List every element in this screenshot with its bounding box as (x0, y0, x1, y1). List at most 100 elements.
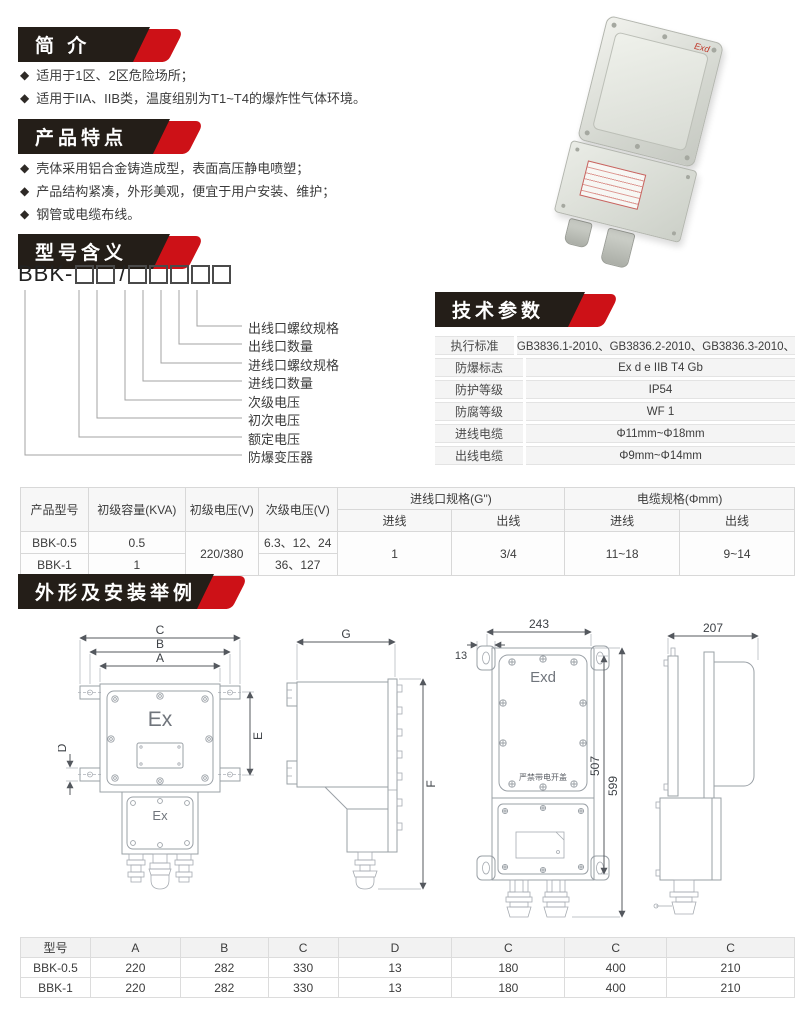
dim-label-b: B (156, 637, 164, 651)
sub-header-in: 进线 (564, 509, 681, 532)
cell-model: BBK-1 (20, 553, 89, 576)
dim-col-header: A (89, 937, 181, 958)
bullet-item: ◆ 钢管或电缆布线。 (20, 203, 335, 226)
dim-header-row: 型号 A B C D C C C (20, 937, 795, 958)
section-header-tech: 技术参数 (435, 292, 620, 327)
diamond-icon: ◆ (20, 161, 30, 175)
dim-label-a: A (156, 651, 164, 665)
outline-drawing-side-dimensioned: 207 (653, 621, 759, 915)
dim-label-e: E (251, 732, 265, 740)
spec-data-row: BBK-1 1 36、127 (20, 553, 795, 576)
model-code: BBK- / (18, 261, 232, 286)
tech-param-value: GB3836.1-2010、GB3836.2-2010、GB3836.3-201… (516, 336, 795, 355)
bullet-item: ◆ 壳体采用铝合金铸造成型，表面高压静电喷塑； (20, 157, 335, 180)
model-box (75, 264, 95, 284)
dim-cell: 220 (89, 977, 181, 998)
col-header-secondary-v: 次级电压(V) (257, 487, 338, 532)
warning-text: 严禁带电开盖 (519, 772, 567, 782)
bullet-item: ◆ 适用于IIA、IIB类，温度组别为T1~T4的爆炸性气体环境。 (20, 87, 366, 110)
sub-header-in: 进线 (336, 509, 453, 532)
product-photo-box: Exd (549, 14, 729, 280)
dim-label-13: 13 (455, 650, 467, 662)
tech-param-value: Φ9mm~Φ14mm (526, 446, 795, 465)
dim-label-c: C (156, 623, 165, 637)
dim-cell: 180 (451, 957, 566, 978)
dim-label-507: 507 (588, 756, 602, 776)
tech-param-value: IP54 (526, 380, 795, 399)
dim-cell: BBK-0.5 (20, 957, 91, 978)
dim-cell: 282 (179, 977, 269, 998)
tech-params-table: 执行标准 GB3836.1-2010、GB3836.2-2010、GB3836.… (435, 336, 795, 468)
diamond-icon: ◆ (20, 184, 30, 198)
features-bullets: ◆ 壳体采用铝合金铸造成型，表面高压静电喷塑； ◆ 产品结构紧凑，外形美观，便宜… (20, 157, 335, 226)
bullet-text: 产品结构紧凑，外形美观，便宜于用户安装、维护； (36, 184, 336, 199)
section-title-tech: 技术参数 (452, 301, 545, 322)
model-box (149, 264, 169, 284)
exd-marking: Exd (530, 669, 556, 686)
tech-param-value: Ex d e IIB T4 Gb (526, 358, 795, 377)
dim-col-header: 型号 (20, 937, 91, 958)
tech-param-value: Φ11mm~Φ18mm (526, 424, 795, 443)
model-label: 防爆变压器 (248, 450, 314, 465)
cell-inlet-in: 1 (336, 531, 453, 576)
ex-marking-sub: Ex (152, 808, 168, 823)
dim-cell: 400 (564, 977, 668, 998)
col-header-capacity: 初级容量(KVA) (87, 487, 186, 532)
dim-label-599: 599 (606, 776, 620, 796)
tech-param-row: 出线电缆 Φ9mm~Φ14mm (435, 446, 795, 465)
model-box (128, 264, 148, 284)
dim-cell: 400 (564, 957, 668, 978)
bullet-text: 适用于1区、2区危险场所； (36, 68, 194, 83)
model-box (170, 264, 190, 284)
tech-param-label: 防护等级 (435, 380, 523, 399)
model-label: 进线口螺纹规格 (248, 358, 340, 373)
cell-primary-v: 220/380 (184, 531, 259, 576)
section-title-outline: 外形及安装举例 (35, 583, 197, 604)
model-label: 额定电压 (248, 432, 301, 447)
dim-label-207: 207 (703, 621, 723, 635)
dim-data-row: BBK-0.5 220 282 330 13 180 400 210 (20, 957, 795, 978)
tech-param-label: 防爆标志 (435, 358, 523, 377)
dim-col-header: C (564, 937, 668, 958)
photo-bolts (611, 22, 618, 29)
tech-param-value: WF 1 (526, 402, 795, 421)
col-group-inlet: 进线口规格(G") (336, 487, 566, 510)
photo-nameplate (579, 160, 647, 210)
cell-capacity: 1 (87, 553, 186, 576)
model-label: 次级电压 (248, 395, 301, 410)
model-slash: / (119, 261, 126, 286)
model-label: 出线口数量 (248, 339, 314, 354)
dim-col-header: C (267, 937, 339, 958)
bullet-text: 钢管或电缆布线。 (36, 207, 141, 222)
diamond-icon: ◆ (20, 68, 30, 82)
tech-param-label: 执行标准 (435, 336, 514, 355)
dim-cell: 210 (666, 957, 795, 978)
bullet-text: 适用于IIA、IIB类，温度组别为T1~T4的爆炸性气体环境。 (36, 91, 366, 106)
outline-drawing-front: C B A Ex E D Ex (58, 623, 265, 890)
spec-header-row: 产品型号 初级容量(KVA) 初级电压(V) 次级电压(V) 进线口规格(G")… (20, 487, 795, 532)
col-group-cable: 电缆规格(Φmm) (564, 487, 795, 510)
spec-table: 产品型号 初级容量(KVA) 初级电压(V) 次级电压(V) 进线口规格(G")… (20, 487, 795, 576)
outline-drawing-side: G F (286, 627, 438, 890)
section-header-intro: 简 介 (18, 27, 185, 62)
col-header-model: 产品型号 (20, 487, 89, 532)
tech-param-row: 防腐等级 WF 1 (435, 402, 795, 421)
dim-data-row: BBK-1 220 282 330 13 180 400 210 (20, 977, 795, 998)
section-title-features: 产品特点 (35, 128, 128, 149)
dim-col-header: C (451, 937, 566, 958)
col-header-primary-v: 初级电压(V) (184, 487, 259, 532)
model-label: 初次电压 (248, 413, 301, 428)
photo-gland (599, 227, 636, 270)
model-label: 出线口螺纹规格 (248, 321, 340, 336)
dim-cell: 210 (666, 977, 795, 998)
dim-cell: 180 (451, 977, 566, 998)
ex-marking: Ex (148, 708, 173, 731)
tech-param-label: 进线电缆 (435, 424, 523, 443)
cell-capacity: 0.5 (87, 531, 186, 554)
cell-secondary-v: 36、127 (257, 553, 338, 576)
tech-param-row: 进线电缆 Φ11mm~Φ18mm (435, 424, 795, 443)
dim-label-g: G (341, 627, 350, 641)
section-header-outline: 外形及安装举例 (18, 574, 249, 609)
tech-param-label: 防腐等级 (435, 402, 523, 421)
